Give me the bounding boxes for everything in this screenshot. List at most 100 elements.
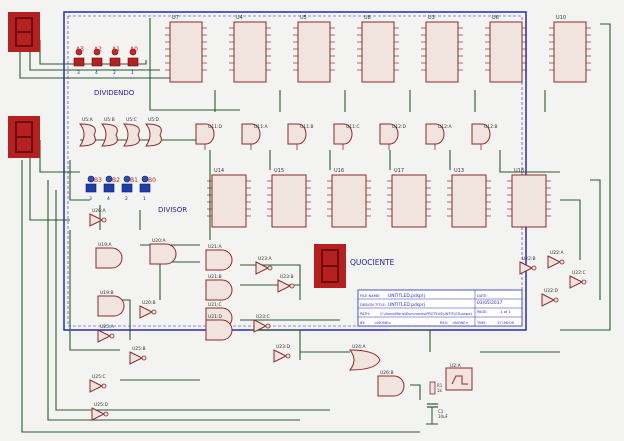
gate-ref: U22:A bbox=[550, 250, 565, 256]
gate-ref: U25:A bbox=[100, 324, 115, 330]
tb-time-label: TIME: bbox=[476, 321, 487, 325]
gate-ref: U21:C bbox=[208, 302, 222, 308]
divisor-switch-b2[interactable]: B2 4 bbox=[103, 175, 120, 202]
and-gate-u11-a: U11:A bbox=[241, 123, 269, 150]
gate-ref: U11:A bbox=[254, 124, 269, 130]
tb-key-0: FILE NAME: bbox=[360, 294, 380, 298]
dividend-switch-label: A1 bbox=[112, 46, 120, 53]
gate-u23-d: U23:D bbox=[273, 344, 291, 363]
divisor-switch-label: B2 bbox=[112, 177, 120, 184]
tb-rev-label: REV: bbox=[440, 321, 448, 325]
dividend-switch-value: 1 bbox=[131, 70, 134, 76]
dividend-switch-value: 2 bbox=[113, 70, 116, 76]
xor-gate-u5-d: U5:D bbox=[144, 117, 162, 147]
chip-ref: U6 bbox=[492, 15, 499, 21]
r1-ref: R1 bbox=[437, 383, 443, 388]
chip-u18: U18 bbox=[507, 168, 551, 228]
title-block: FILE NAME: UNTITLED.pdsprj DESIGN TITLE:… bbox=[357, 289, 523, 327]
c1-ref: C1 bbox=[438, 409, 444, 414]
gate-u25-b: U25:B bbox=[129, 346, 147, 365]
gate-ref: U19:A bbox=[98, 242, 113, 248]
dividend-switch-value: 4 bbox=[95, 70, 98, 76]
dividend-switch-a1[interactable]: A1 2 bbox=[109, 46, 121, 76]
dividend-switch-label: A2 bbox=[94, 46, 102, 53]
gate-u22-c: U22:C bbox=[569, 270, 587, 289]
dividend-switch-a3[interactable]: A33 bbox=[73, 46, 85, 76]
and-gate-u11-d: U11:D bbox=[195, 123, 223, 150]
divisor-switch-value: 3 bbox=[89, 196, 92, 202]
gate-ref: U21:A bbox=[208, 244, 223, 250]
gate-u23-c: U23:C bbox=[253, 314, 271, 333]
gate-ref: U5:A bbox=[82, 117, 94, 123]
chip-ref: U7 bbox=[172, 15, 179, 21]
c1-value: 10uF bbox=[438, 414, 449, 419]
gate-ref: U26:A bbox=[92, 208, 107, 214]
gate-u23-a: U23:A bbox=[255, 256, 273, 275]
divisor-switch-b1[interactable]: B12 bbox=[121, 175, 138, 202]
timer-section: U2:A R1 1k C1 10uF bbox=[426, 363, 473, 425]
chip-ref: U5 bbox=[300, 15, 307, 21]
xor-gate-u5-b: U5:B bbox=[100, 117, 118, 147]
chip-ref: U13 bbox=[454, 168, 464, 174]
gate-u25-c: U25:C bbox=[89, 374, 107, 393]
dividend-switch-a2[interactable]: A2 4 bbox=[91, 46, 103, 76]
chip-ref: U18 bbox=[514, 168, 524, 174]
resistor-r1 bbox=[429, 381, 436, 395]
gate-ref: U21:B bbox=[208, 274, 222, 280]
r1-value: 1k bbox=[437, 388, 443, 393]
tb-time-value: 17:36:09 bbox=[497, 320, 515, 325]
chip-u15: U15 bbox=[267, 168, 311, 228]
gate-ref: U19:B bbox=[100, 290, 114, 296]
and-gate-u11-c: U11:C bbox=[333, 123, 360, 150]
chip-u5: U5 bbox=[293, 15, 335, 83]
divisor-switch-b3[interactable]: B33 bbox=[85, 175, 102, 202]
divisor-switch-label: B0 bbox=[148, 177, 156, 184]
tb-val-0: UNTITLED.pdsprj bbox=[388, 293, 425, 299]
dividend-label: DIVIDENDO bbox=[94, 89, 135, 97]
chip-u6: U6 bbox=[485, 15, 527, 83]
seven-segment-display-top bbox=[8, 12, 40, 52]
tb-key-3: BY: bbox=[360, 321, 365, 325]
chip-ref: U16 bbox=[334, 168, 344, 174]
gate-ref: U12:A bbox=[438, 124, 453, 130]
xor-gate-u5-a: U5:A bbox=[78, 117, 96, 147]
divisor-switch-label: B1 bbox=[130, 177, 138, 184]
dividend-switch-label: A0 bbox=[130, 46, 138, 53]
tb-val-1: UNTITLED.pdsprj bbox=[388, 302, 425, 308]
tb-page-label: PAGE: bbox=[477, 310, 488, 314]
gate-u25-a: U25:A bbox=[97, 324, 115, 343]
chip-u14: U14 bbox=[207, 168, 251, 228]
and-gate-u12-b: U12:B bbox=[471, 123, 498, 150]
chip-ref: U8 bbox=[364, 15, 371, 21]
chip-ref: U17 bbox=[394, 168, 404, 174]
gate-u20-b: U20:B bbox=[139, 300, 157, 319]
and-gate-u12-d: U12:D bbox=[379, 123, 407, 150]
chip-u7: U7 bbox=[165, 15, 207, 83]
chip-ref: U10 bbox=[556, 15, 566, 21]
divisor-switch-value: 1 bbox=[143, 196, 146, 202]
gate-ref: U20:A bbox=[152, 238, 167, 244]
gate-ref: U23:C bbox=[256, 314, 270, 320]
gate-ref: U22:B bbox=[522, 256, 536, 262]
divisor-label: DIVISOR bbox=[158, 206, 187, 214]
quotient-label: QUOCIENTE bbox=[350, 258, 395, 267]
dividend-switch-label: A3 bbox=[76, 46, 84, 53]
gate-ref: U11:D bbox=[208, 124, 223, 130]
seven-segment-display-middle bbox=[8, 116, 40, 158]
gate-ref: U5:D bbox=[148, 117, 160, 123]
divisor-switch-b0[interactable]: B0 1 bbox=[139, 175, 156, 202]
chip-u4: U4 bbox=[229, 15, 271, 83]
tb-key-2: PATH: bbox=[360, 312, 370, 316]
tb-page-value: 1 of 1 bbox=[500, 309, 511, 314]
chip-u17: U17 bbox=[387, 168, 431, 228]
gate-ref: U21:D bbox=[208, 314, 223, 320]
divisor-switch-value: 4 bbox=[107, 196, 110, 202]
gate-ref: U5:B bbox=[104, 117, 115, 123]
gate-ref: U23:A bbox=[258, 256, 273, 262]
tb-rev-value: <NONE> bbox=[452, 321, 469, 325]
logic-gate-cluster: U19:A U19:B U20:A U20:B U21:A U21:B U21:C U21:D… bbox=[89, 208, 587, 421]
dividend-switch-a0[interactable]: A0 1 bbox=[127, 46, 139, 76]
